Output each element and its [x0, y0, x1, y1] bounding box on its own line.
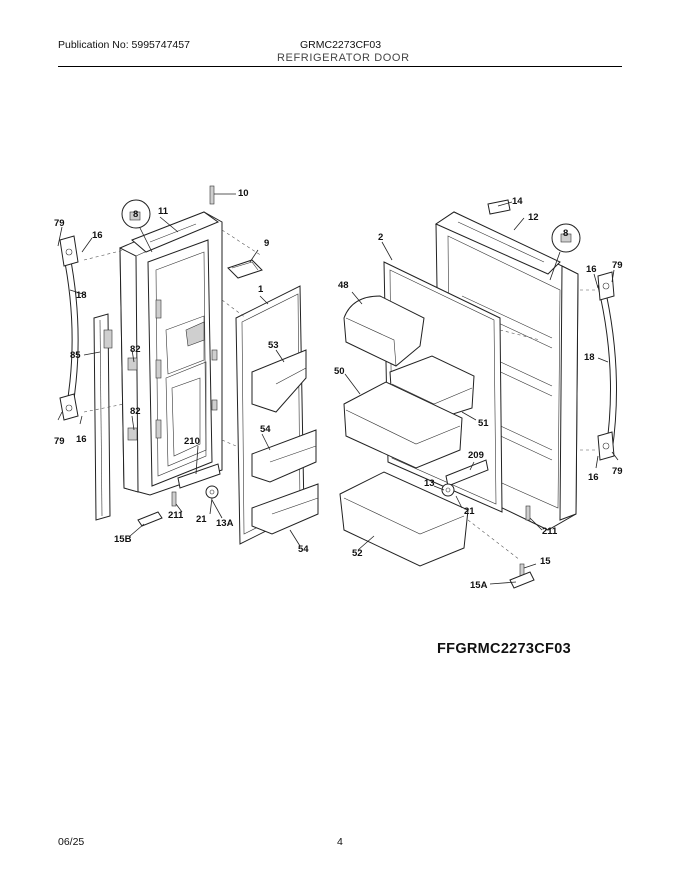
- callout-211-right: 211: [542, 526, 558, 537]
- callout-209: 209: [468, 450, 484, 461]
- part-15A: [509, 571, 535, 589]
- header-rule: [58, 66, 622, 67]
- bracket-82-lower: [127, 427, 138, 441]
- callout-2: 2: [378, 232, 383, 243]
- part-13A: [205, 485, 219, 499]
- callout-85: 85: [70, 350, 81, 361]
- callout-48: 48: [338, 280, 349, 291]
- part-211-left: [171, 491, 177, 507]
- callout-13: 13: [424, 478, 435, 489]
- callout-50: 50: [334, 366, 345, 377]
- page-number: 4: [337, 836, 343, 848]
- callout-10: 10: [238, 188, 249, 199]
- footer-date: 06/25: [58, 836, 85, 848]
- callout-13A: 13A: [216, 518, 234, 529]
- callout-53: 53: [268, 340, 279, 351]
- callout-15A: 15A: [470, 580, 488, 591]
- callout-9: 9: [264, 238, 269, 249]
- callout-11: 11: [158, 206, 169, 217]
- callout-54-upper: 54: [260, 424, 271, 435]
- callout-8-right: 8: [563, 228, 568, 239]
- callout-15B: 15B: [114, 534, 132, 545]
- callout-51: 51: [478, 418, 489, 429]
- left-door-assembly: [119, 211, 223, 496]
- leader-lines: [57, 201, 619, 585]
- callout-16-lower-right: 16: [588, 472, 599, 483]
- callout-16-upper-left: 16: [92, 230, 103, 241]
- part-10: [209, 185, 215, 205]
- callout-21-right: 21: [464, 506, 475, 517]
- bracket-82-upper: [127, 357, 138, 371]
- right-handle: [597, 271, 617, 461]
- callout-210: 210: [184, 436, 200, 447]
- part-14: [487, 199, 511, 215]
- callout-16-lower-left: 16: [76, 434, 87, 445]
- callout-15: 15: [540, 556, 551, 567]
- callout-18-right: 18: [584, 352, 595, 363]
- callout-21-left: 21: [196, 514, 207, 525]
- left-door-bins: [251, 349, 319, 535]
- housing-210: [177, 463, 221, 489]
- callout-8-left: 8: [133, 209, 138, 220]
- callout-79-upper-right: 79: [612, 260, 623, 271]
- left-trim-strip: [93, 313, 113, 521]
- part-211-right: [525, 505, 531, 521]
- callout-14: 14: [512, 196, 523, 207]
- callout-79-upper-left: 79: [54, 218, 65, 229]
- callout-211-left: 211: [168, 510, 184, 521]
- right-door-bins: [339, 295, 475, 567]
- left-handle: [59, 235, 79, 421]
- callout-79-lower-right: 79: [612, 466, 623, 477]
- callout-12: 12: [528, 212, 539, 223]
- part-15B: [137, 511, 163, 527]
- callout-79-lower-left: 79: [54, 436, 65, 447]
- publication-number: Publication No: 5995747457: [58, 39, 190, 51]
- callout-54-lower: 54: [298, 544, 309, 555]
- part-13: [441, 483, 455, 497]
- callout-1: 1: [258, 284, 264, 295]
- callout-18-left: 18: [76, 290, 87, 301]
- model-number: GRMC2273CF03: [300, 39, 382, 51]
- callout-82-upper: 82: [130, 344, 141, 355]
- callout-82-lower: 82: [130, 406, 141, 417]
- section-title: REFRIGERATOR DOOR: [277, 52, 410, 64]
- diagram-code: FFGRMC2273CF03: [437, 641, 571, 657]
- callout-52: 52: [352, 548, 363, 559]
- callout-16-upper-right: 16: [586, 264, 597, 275]
- drip-tray-9: [227, 259, 263, 279]
